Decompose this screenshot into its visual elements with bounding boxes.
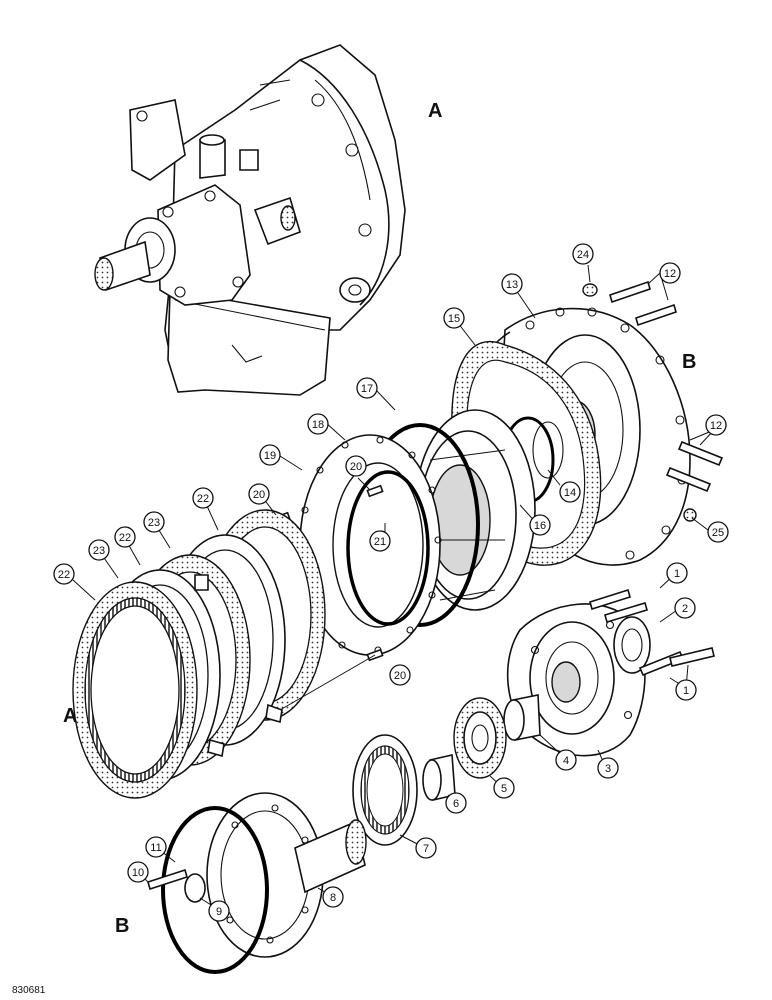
callout-12-top: 12 xyxy=(659,262,681,284)
svg-text:19: 19 xyxy=(264,450,276,462)
svg-text:15: 15 xyxy=(448,313,460,325)
svg-text:5: 5 xyxy=(501,783,507,795)
svg-text:1: 1 xyxy=(683,685,689,697)
svg-text:13: 13 xyxy=(506,279,518,291)
callout-12-right: 12 xyxy=(705,414,727,436)
view-letter-a-top: A xyxy=(428,100,442,122)
callout-3: 3 xyxy=(597,757,619,779)
callout-5: 5 xyxy=(493,777,515,799)
callout-22-low: 22 xyxy=(53,563,75,585)
washer xyxy=(184,873,206,903)
svg-text:18: 18 xyxy=(312,419,324,431)
seal-ring xyxy=(532,421,564,479)
callout-21: 21 xyxy=(369,530,391,552)
svg-text:10: 10 xyxy=(132,867,144,879)
callout-2: 2 xyxy=(674,597,696,619)
svg-text:22: 22 xyxy=(197,493,209,505)
svg-text:9: 9 xyxy=(216,906,222,918)
svg-text:14: 14 xyxy=(564,487,576,499)
svg-text:12: 12 xyxy=(664,268,676,280)
drive-gear xyxy=(453,697,507,779)
clutch-disc-stack xyxy=(72,509,326,799)
callout-18: 18 xyxy=(307,413,329,435)
svg-text:21: 21 xyxy=(374,536,386,548)
svg-text:22: 22 xyxy=(58,569,70,581)
pump-housing xyxy=(506,603,646,757)
flange-bolt xyxy=(147,868,188,891)
svg-text:24: 24 xyxy=(577,249,589,261)
svg-text:8: 8 xyxy=(330,892,336,904)
callout-1-bottom: 1 xyxy=(675,679,697,701)
flange-o-ring xyxy=(161,806,269,974)
figure-number: 830681 xyxy=(12,985,46,996)
view-letter-b-right: B xyxy=(682,351,696,373)
svg-text:11: 11 xyxy=(150,842,161,854)
callout-10: 10 xyxy=(127,861,149,883)
svg-text:1: 1 xyxy=(674,568,680,580)
callout-23-mid: 23 xyxy=(88,539,110,561)
callout-20-lower: 20 xyxy=(389,664,411,686)
callout-19: 19 xyxy=(259,444,281,466)
bolt xyxy=(589,588,631,611)
svg-text:16: 16 xyxy=(534,520,546,532)
callout-13: 13 xyxy=(501,273,523,295)
callout-8: 8 xyxy=(322,886,344,908)
callout-11: 11 xyxy=(145,836,167,858)
callout-20-upper: 20 xyxy=(345,455,367,477)
svg-text:22: 22 xyxy=(119,532,131,544)
callout-20-left: 20 xyxy=(248,483,270,505)
callout-22-top: 22 xyxy=(192,487,214,509)
svg-text:7: 7 xyxy=(423,843,429,855)
callout-24: 24 xyxy=(572,243,594,265)
callout-9: 9 xyxy=(208,900,230,922)
svg-text:25: 25 xyxy=(712,527,724,539)
svg-text:20: 20 xyxy=(253,489,265,501)
svg-text:17: 17 xyxy=(361,383,373,395)
callout-17: 17 xyxy=(356,377,378,399)
callout-22-mid: 22 xyxy=(114,526,136,548)
callout-6: 6 xyxy=(445,792,467,814)
svg-text:2: 2 xyxy=(682,603,688,615)
callout-4: 4 xyxy=(555,749,577,771)
svg-text:23: 23 xyxy=(148,517,160,529)
svg-text:20: 20 xyxy=(350,461,362,473)
callout-25: 25 xyxy=(707,521,729,543)
svg-text:6: 6 xyxy=(453,798,459,810)
svg-text:4: 4 xyxy=(563,755,569,767)
svg-text:12: 12 xyxy=(710,420,722,432)
view-letter-a-left: A xyxy=(63,705,77,727)
svg-text:23: 23 xyxy=(93,545,105,557)
ring-gear xyxy=(352,734,418,846)
bolt xyxy=(669,647,715,667)
svg-text:3: 3 xyxy=(605,763,611,775)
view-letter-b-bottom: B xyxy=(115,915,129,937)
callout-1-top: 1 xyxy=(666,562,688,584)
callout-7: 7 xyxy=(415,837,437,859)
callout-14: 14 xyxy=(559,481,581,503)
callout-15: 15 xyxy=(443,307,465,329)
svg-text:20: 20 xyxy=(394,670,406,682)
transmission-assembly xyxy=(94,44,406,396)
snap-ring xyxy=(346,470,430,626)
output-flange-shaft xyxy=(206,792,367,958)
callout-23-top: 23 xyxy=(143,511,165,533)
callout-16: 16 xyxy=(529,514,551,536)
oil-seal xyxy=(613,616,651,674)
dowel-pin xyxy=(366,484,384,498)
bolt xyxy=(604,602,648,623)
